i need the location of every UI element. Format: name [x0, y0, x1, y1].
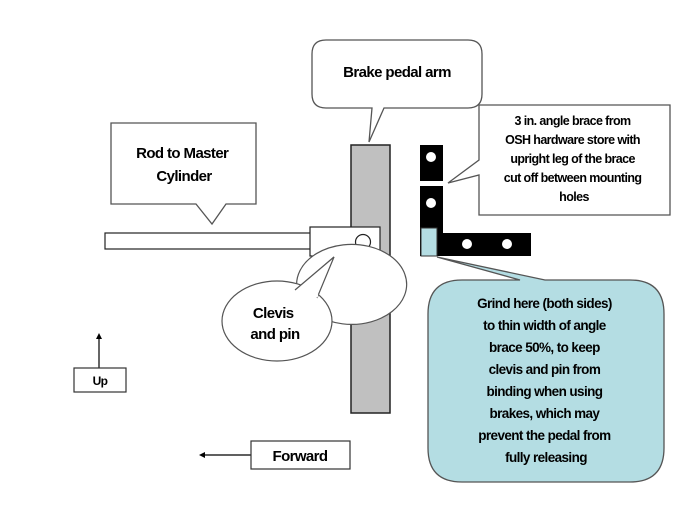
callout-angle-brace [447, 104, 671, 216]
brace-hole [502, 239, 512, 249]
up-label-box [73, 367, 127, 393]
callout-brake-pedal-arm [311, 39, 483, 143]
master-cylinder-rod [104, 232, 314, 250]
callout-brake-pedal-arm-text: Brake pedal arm [343, 64, 451, 81]
grind-area [420, 227, 438, 257]
callout-clevis-pin-bubble [221, 280, 333, 362]
callout-angle-brace-text: 3 in. angle brace from OSH hardware stor… [504, 114, 645, 204]
callout-rod-to-master [110, 122, 257, 226]
brace-horizontal-leg [420, 233, 531, 256]
brace-hole [426, 152, 436, 162]
brace-cutoff-piece [420, 145, 443, 181]
callout-grind-here-text: Grind here (both sides) to thin width of… [477, 296, 615, 465]
callout-grind-here [427, 256, 665, 483]
callout-clevis-pin-text: Clevis and pin [250, 305, 300, 343]
up-arrow-head [96, 333, 102, 339]
forward-label: Forward [273, 448, 328, 465]
callout-rod-to-master-text: Rod to Master Cylinder [136, 145, 232, 185]
brace-hole [426, 198, 436, 208]
up-label: Up [93, 374, 108, 388]
brace-hole [462, 239, 472, 249]
callout-clevis-pin-pointer [294, 256, 335, 299]
forward-arrow-head [199, 452, 205, 458]
callout-clevis-pin-pointer-mask [297, 290, 319, 298]
forward-label-box [250, 440, 351, 470]
